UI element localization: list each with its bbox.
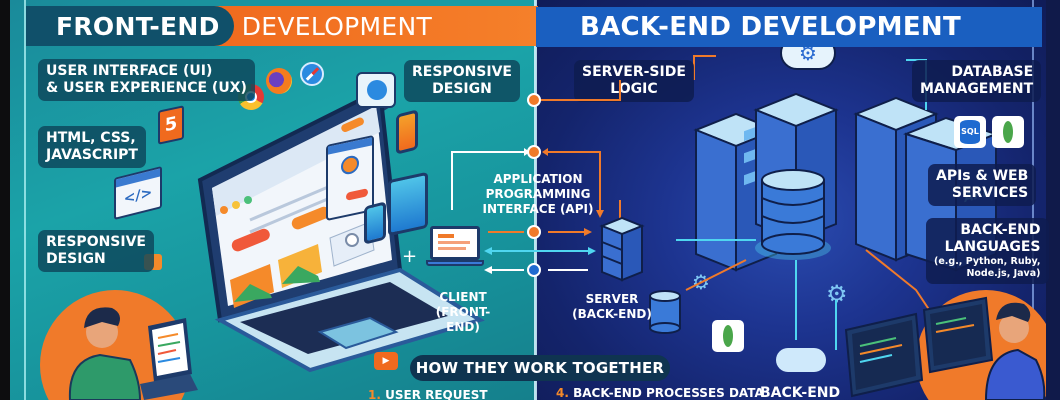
laptop-icon <box>197 86 485 373</box>
label-server-side-logic: SERVER-SIDE LOGIC <box>574 60 694 102</box>
api-label: APPLICATION PROGRAMMING INTERFACE (API) <box>482 172 594 216</box>
right-edge-bar <box>1046 0 1060 400</box>
front-end-title-part2: DEVELOPMENT <box>211 6 538 46</box>
mongodb-icon <box>712 320 744 352</box>
front-end-title-part1: FRONT-END <box>26 6 234 46</box>
front-end-title-banner: FRONT-END DEVELOPMENT <box>26 6 538 46</box>
step-4-back-end-processes: 4. BACK-END PROCESSES DATA <box>556 386 764 400</box>
safari-bubble-icon <box>356 72 396 108</box>
cloud-icon <box>776 348 826 372</box>
safari-icon <box>300 62 324 86</box>
mongodb-icon <box>992 116 1024 148</box>
label-html-css-js: HTML, CSS, JAVASCRIPT <box>38 126 146 168</box>
back-end-title-banner: BACK-END DEVELOPMENT <box>536 7 1042 47</box>
step-1-user-request: 1. USER REQUEST <box>368 388 488 400</box>
panel-divider <box>534 0 537 400</box>
label-apis-web-services: APIs & WEB SERVICES <box>928 164 1037 206</box>
connection-lines <box>676 55 937 350</box>
gear-icon: ⚙ <box>826 280 848 308</box>
database-icon <box>755 169 831 260</box>
server-label: SERVER (BACK-END) <box>572 292 652 321</box>
back-developer-figure <box>844 296 1046 400</box>
how-they-work-together-heading: HOW THEY WORK TOGETHER <box>410 355 670 381</box>
sql-icon: SQL <box>954 116 986 148</box>
api-node-server-logic <box>527 93 541 107</box>
play-button-icon: ▶ <box>374 352 398 370</box>
api-node-top <box>527 145 541 159</box>
step-back-end: BACK-END <box>760 385 841 400</box>
label-back-end-languages: BACK-END LANGUAGES (e.g., Python, Ruby, … <box>926 218 1049 284</box>
label-ui-ux: USER INTERFACE (UI) & USER EXPERIENCE (U… <box>38 59 255 101</box>
api-node-bottom <box>527 263 541 277</box>
server-icon <box>599 216 645 282</box>
firefox-icon <box>266 68 292 94</box>
api-node-middle <box>527 225 541 239</box>
plus-icon: + <box>402 246 418 267</box>
small-database-icon <box>649 290 681 334</box>
client-laptop-icon <box>426 226 484 270</box>
left-edge-bar <box>0 0 10 400</box>
label-responsive-design-left: RESPONSIVE DESIGN <box>38 230 154 272</box>
client-label: CLIENT (FRONT-END) <box>435 290 491 334</box>
label-responsive-design-top: RESPONSIVE DESIGN <box>404 60 520 102</box>
label-database-management: DATABASE MANAGEMENT <box>912 60 1042 102</box>
front-developer-figure <box>68 307 198 400</box>
front-panel-border <box>24 0 26 400</box>
